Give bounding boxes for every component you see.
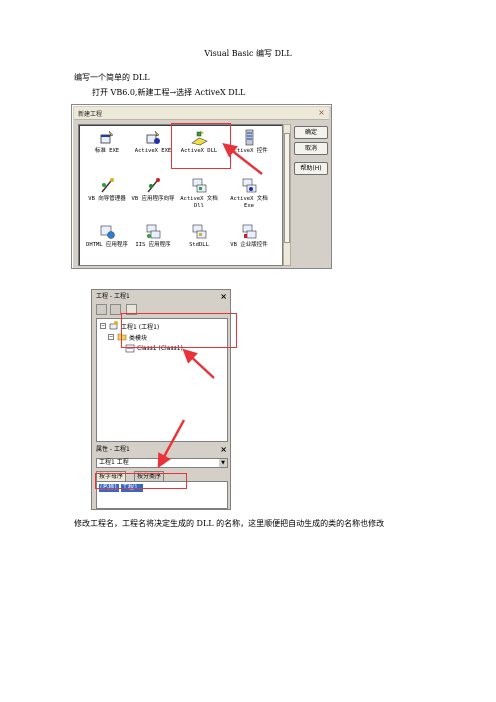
template-label: IIS 应用程序 [135, 242, 171, 248]
dhtml-app-icon [100, 225, 115, 239]
template-activex-exe[interactable]: ActiveX EXE [131, 127, 175, 169]
tree-class[interactable]: Class1 (Class1) [137, 345, 183, 352]
properties-title: 属性 - 工程1 [96, 446, 130, 453]
step-rename: 修改工程名，工程名将决定生成的 DLL 的名称，这里顺便把自动生成的类的名称也修… [74, 519, 385, 528]
new-project-dialog: 新建工程 × 标准 EXE ActiveX EXE ActiveX DLL Ac… [71, 104, 332, 269]
template-iis-app[interactable]: IIS 应用程序 [131, 221, 175, 263]
project-explorer-title: 工程 - 工程1 [96, 293, 130, 300]
template-label: 标准 EXE [94, 148, 120, 154]
template-activex-control[interactable]: ActiveX 控件 [227, 127, 271, 169]
template-label: VB 企业版控件 [230, 242, 268, 248]
scrollbar-thumb[interactable] [284, 133, 290, 243]
class-module-icon [125, 344, 135, 353]
close-icon[interactable]: × [220, 292, 227, 301]
template-enterprise-controls[interactable]: VB 企业版控件 [227, 221, 271, 263]
dialog-title: 新建工程 [78, 111, 103, 118]
template-label: StdDLL [189, 242, 209, 248]
tree-project[interactable]: 工程1 (工程1) [121, 324, 160, 331]
template-dhtml-app[interactable]: DHTML 应用程序 [85, 221, 129, 263]
template-activex-doc-dll[interactable]: ActiveX 文档 Dll [177, 175, 221, 217]
tree-folder[interactable]: 类模块 [129, 335, 148, 342]
iis-app-icon [146, 224, 161, 239]
object-combo-value: 工程1 工程 [99, 459, 129, 466]
standard-exe-icon [100, 130, 114, 144]
highlight-class-node [121, 313, 237, 348]
template-label: ActiveX DLL [180, 148, 218, 154]
activex-control-icon [245, 129, 254, 146]
template-wizard-manager[interactable]: VB 向导管理器 [85, 175, 129, 217]
template-label: ActiveX 文档 Exe [230, 196, 268, 209]
template-stddll[interactable]: StdDLL [177, 221, 221, 263]
project-icon [109, 321, 118, 330]
properties-grid: (名称) 工程1 [96, 481, 228, 509]
help-button[interactable]: 帮助(H) [294, 162, 328, 175]
project-explorer-titlebar: 工程 - 工程1 × [93, 291, 229, 302]
view-object-icon[interactable] [110, 304, 121, 315]
step-open: 打开 VB6.0,新建工程→选择 ActiveX DLL [92, 88, 246, 97]
collapse-icon[interactable]: − [100, 323, 106, 329]
activex-doc-dll-icon [192, 178, 207, 193]
ok-button[interactable]: 确定 [294, 126, 328, 139]
highlight-name-property [95, 473, 187, 489]
template-label: ActiveX 控件 [230, 148, 268, 154]
wizard-manager-icon [101, 178, 114, 193]
view-code-icon[interactable] [96, 304, 107, 315]
dialog-titlebar: 新建工程 × [74, 107, 329, 120]
document-title: Visual Basic 编写 DLL [204, 49, 292, 58]
activex-dll-icon [191, 130, 208, 146]
properties-titlebar: 属性 - 工程1 × [93, 444, 229, 455]
template-label: ActiveX 文档 Dll [180, 196, 218, 209]
heading: 编写一个简单的 DLL [74, 73, 150, 82]
template-label: DHTML 应用程序 [86, 242, 128, 248]
tab-alphabetic[interactable]: 按字母序 [96, 471, 127, 481]
template-activex-dll[interactable]: ActiveX DLL [177, 127, 221, 169]
highlight-activex-dll [171, 123, 231, 169]
tab-categorized[interactable]: 按分类序 [134, 471, 165, 481]
activex-doc-exe-icon [242, 178, 257, 193]
template-label: VB 应用程序向导 [131, 196, 175, 202]
template-app-wizard[interactable]: VB 应用程序向导 [131, 175, 175, 217]
template-scrollbar[interactable] [283, 124, 291, 266]
template-label: ActiveX EXE [134, 148, 172, 154]
stddll-icon [192, 224, 207, 239]
close-icon[interactable]: × [318, 108, 325, 117]
activex-exe-icon [146, 130, 160, 144]
toggle-folders-icon[interactable] [126, 304, 137, 315]
app-wizard-icon [147, 178, 160, 193]
explorer-toolbar [96, 304, 228, 315]
collapse-icon[interactable]: − [108, 334, 114, 340]
close-icon[interactable]: × [220, 445, 227, 454]
template-label: VB 向导管理器 [88, 196, 126, 202]
template-standard-exe[interactable]: 标准 EXE [85, 127, 129, 169]
template-activex-doc-exe[interactable]: ActiveX 文档 Exe [227, 175, 271, 217]
chevron-down-icon[interactable]: ▼ [219, 459, 227, 467]
cancel-button[interactable]: 取消 [294, 142, 328, 155]
enterprise-controls-icon [242, 224, 257, 239]
object-combo[interactable]: 工程1 工程 ▼ [96, 458, 228, 468]
